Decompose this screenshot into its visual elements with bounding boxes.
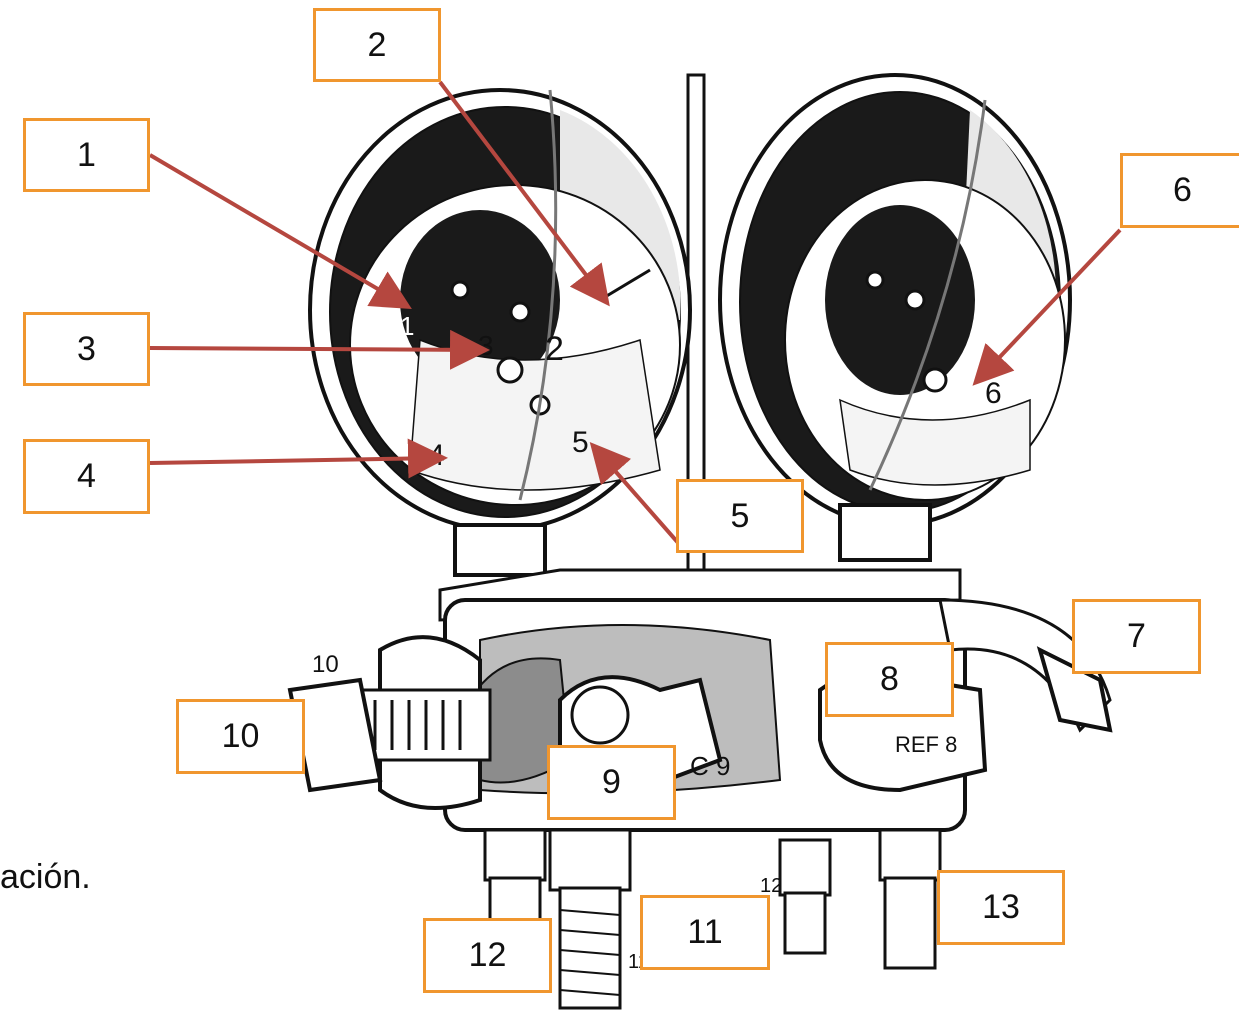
callout-5: 5 (676, 479, 804, 553)
right-knob-mark: REF 8 (895, 732, 957, 757)
bottom-fittings: 12 11 (483, 828, 942, 1010)
arrow-5 (589, 441, 682, 547)
callout-12: 12 (423, 918, 552, 993)
callout-6: 6 (1120, 153, 1239, 228)
callout-9: 9 (547, 745, 676, 820)
callout-arrows (148, 80, 1122, 547)
callout-11: 11 (640, 895, 770, 970)
callout-3: 3 (23, 312, 150, 386)
manifold-body: 10 C 9 REF 8 (287, 568, 1113, 832)
callout-2: 2 (313, 8, 441, 82)
arrow-1 (148, 153, 412, 310)
callout-13: 13 (937, 870, 1065, 945)
left-scale-3: 3 (478, 330, 494, 361)
left-scale-5: 5 (572, 426, 589, 459)
callout-4: 4 (23, 439, 150, 514)
right-scale-6: 6 (985, 377, 1002, 410)
callout-1: 1 (23, 118, 150, 192)
callout-7: 7 (1072, 599, 1201, 674)
callout-8: 8 (825, 642, 954, 717)
callout-10: 10 (176, 699, 305, 774)
cropped-caption: ación. (0, 858, 91, 896)
right-gauge: 6 (718, 73, 1072, 562)
arrow-4 (149, 438, 448, 479)
left-scale-1: 1 (400, 311, 414, 341)
arrow-2 (438, 80, 610, 307)
fitting-12-mark: 12 (760, 875, 782, 897)
arrow-3 (149, 329, 490, 370)
arrow-6 (972, 228, 1122, 386)
left-scale-4: 4 (428, 439, 445, 472)
center-knob-mark: C 9 (690, 751, 730, 781)
left-scale-2: 2 (545, 330, 564, 368)
left-knob-mark: 10 (312, 651, 339, 678)
